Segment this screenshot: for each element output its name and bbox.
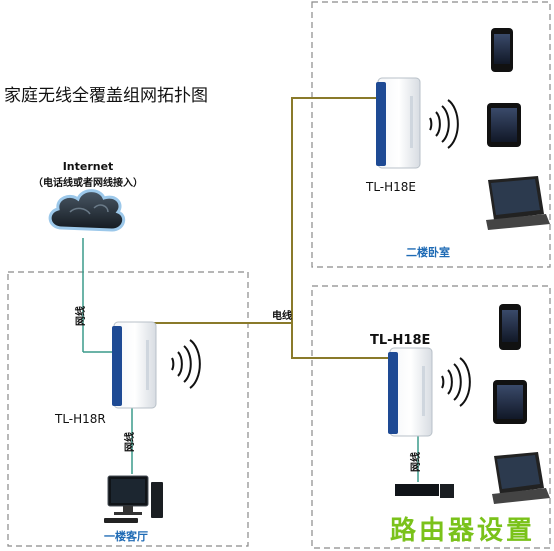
router-device [112, 321, 157, 409]
desktop-pc-icon-lower [395, 484, 454, 498]
watermark-text: 路由器设置 [390, 515, 535, 546]
bedroom-label: 二楼卧室 [406, 245, 450, 259]
powerline-label: 电线 [272, 309, 292, 322]
tablet-icon [487, 103, 521, 147]
internet-label: Internet [63, 160, 114, 173]
laptop-icon-lower [492, 452, 550, 504]
bedroom-extender-model: TL-H18E [365, 180, 416, 194]
lower-extender-model: TL-H18E [370, 333, 430, 348]
router-model-label: TL-H18R [54, 412, 106, 426]
tablet-icon-lower [493, 380, 527, 424]
wifi-signal-icon [171, 339, 201, 389]
lower-wifi-icon [441, 357, 471, 407]
ethernet-label-right: 网线 [409, 452, 422, 472]
living-room-label: 一楼客厅 [104, 529, 148, 543]
cloud-icon [48, 189, 126, 232]
internet-subtitle: （电话线或者网线接入） [33, 176, 143, 189]
bedroom-extender-device [376, 77, 421, 169]
powerline-cable [152, 97, 383, 324]
living-room-box [7, 271, 249, 547]
desktop-pc-icon [104, 475, 163, 523]
lower-extender-device [388, 347, 433, 437]
smartphone-icon [491, 28, 513, 72]
ethernet-label-lower: 网线 [123, 432, 136, 452]
powerline-cable-branch [291, 323, 390, 359]
ethernet-label-upper: 网线 [74, 306, 87, 326]
watermark: 路由器设置 [384, 512, 544, 546]
laptop-icon [486, 176, 550, 230]
bedroom-wifi-icon [429, 99, 459, 149]
bedroom-box [311, 1, 551, 268]
diagram-title: 家庭无线全覆盖组网拓扑图 [4, 86, 208, 106]
smartphone-icon-lower [499, 304, 521, 350]
